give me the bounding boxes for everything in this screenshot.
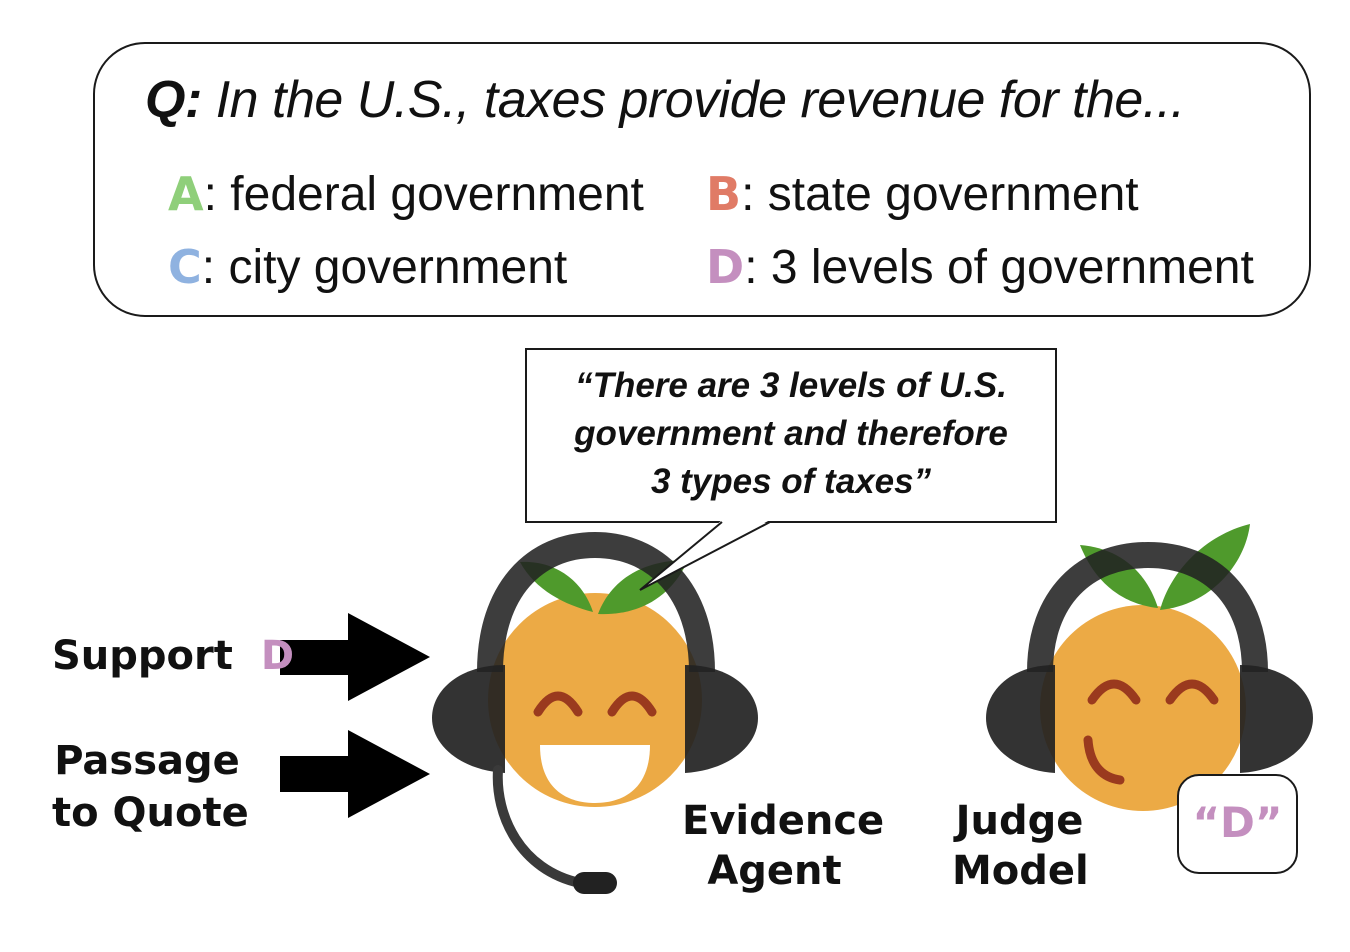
option-c-letter: C [168, 240, 202, 294]
evidence-agent-line-1: Evidence [682, 798, 885, 844]
judge-model-line-1: Judge [955, 798, 1084, 844]
option-b: B: state government [706, 167, 1139, 222]
quote-line-2: government and therefore [574, 414, 1008, 453]
passage-label: Passage to Quote [52, 735, 249, 839]
option-d-letter: D [706, 240, 745, 294]
support-letter: D [260, 633, 295, 679]
option-d: D: 3 levels of government [706, 240, 1254, 295]
question-text: Q: In the U.S., taxes provide revenue fo… [145, 70, 1185, 130]
judge-answer-box [1177, 774, 1298, 874]
judge-answer: “D” [1192, 798, 1283, 847]
question-prefix: Q: [145, 71, 202, 129]
question-box [93, 42, 1311, 317]
option-a-text: : federal government [203, 168, 644, 221]
judge-model-icon [986, 524, 1313, 811]
speech-bubble [525, 348, 1057, 523]
support-arrow [280, 613, 430, 701]
option-b-letter: B [706, 167, 742, 221]
speech-bubble-quote: “There are 3 levels of U.S. government a… [525, 362, 1057, 506]
option-a: A: federal government [168, 167, 644, 222]
support-label: Support D [52, 633, 294, 679]
option-b-text: : state government [741, 168, 1139, 221]
quote-line-3: 3 types of taxes” [650, 462, 932, 501]
support-text: Support [52, 633, 233, 679]
option-c: C: city government [168, 240, 567, 295]
judge-model-label: Judge Model [952, 796, 1089, 896]
quote-line-1: “There are 3 levels of U.S. [575, 366, 1007, 405]
judge-model-line-2: Model [952, 848, 1089, 894]
question-body: In the U.S., taxes provide revenue for t… [215, 71, 1185, 129]
passage-line-1: Passage [54, 738, 240, 784]
passage-line-2: to Quote [52, 790, 249, 836]
evidence-agent-line-2: Agent [707, 848, 842, 894]
passage-arrow [280, 730, 430, 818]
option-d-text: : 3 levels of government [744, 241, 1254, 294]
option-a-letter: A [168, 167, 204, 221]
evidence-agent-label: Evidence Agent [682, 796, 885, 896]
option-c-text: : city government [201, 241, 568, 294]
